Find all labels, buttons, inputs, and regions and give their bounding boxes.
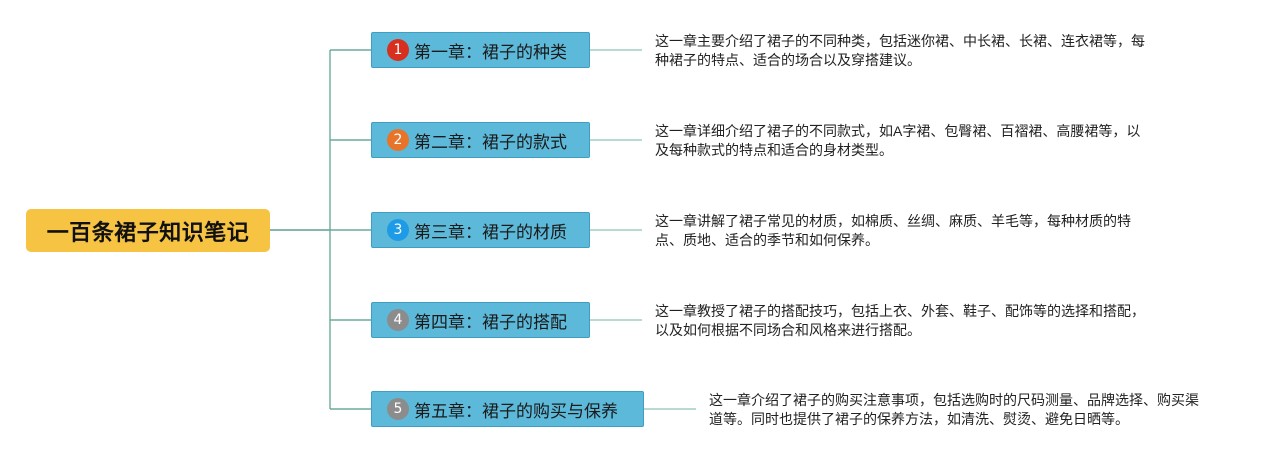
- chapter-node-4[interactable]: 4 第四章：裙子的搭配: [371, 302, 590, 338]
- description-line: 这一章教授了裙子的搭配技巧，包括上衣、外套、鞋子、配饰等的选择和搭配，: [655, 303, 1145, 319]
- description-line: 这一章主要介绍了裙子的不同种类，包括迷你裙、中长裙、长裙、连衣裙等，每: [655, 33, 1145, 49]
- priority-badge: 5: [387, 398, 409, 420]
- description-line: 这一章介绍了裙子的购买注意事项，包括选购时的尺码测量、品牌选择、购买渠: [709, 392, 1199, 408]
- description-line: 点、质地、适合的季节和如何保养。: [655, 232, 879, 248]
- description-line: 以及如何根据不同场合和风格来进行搭配。: [655, 322, 921, 338]
- chapter-4-description[interactable]: 这一章教授了裙子的搭配技巧，包括上衣、外套、鞋子、配饰等的选择和搭配， 以及如何…: [655, 302, 1145, 340]
- description-line: 道等。同时也提供了裙子的保养方法，如清洗、熨烫、避免日晒等。: [709, 411, 1129, 427]
- chapter-2-description[interactable]: 这一章详细介绍了裙子的不同款式，如A字裙、包臀裙、百褶裙、高腰裙等，以 及每种款…: [655, 122, 1140, 160]
- chapter-title: 第五章：裙子的购买与保养: [414, 401, 618, 421]
- chapter-1-description[interactable]: 这一章主要介绍了裙子的不同种类，包括迷你裙、中长裙、长裙、连衣裙等，每 种裙子的…: [655, 32, 1145, 70]
- chapter-node-5[interactable]: 5 第五章：裙子的购买与保养: [371, 391, 644, 427]
- priority-badge: 2: [387, 129, 409, 151]
- priority-badge: 4: [387, 309, 409, 331]
- chapter-title: 第四章：裙子的搭配: [414, 312, 567, 332]
- root-topic[interactable]: 一百条裙子知识笔记: [26, 209, 270, 252]
- chapter-5-description[interactable]: 这一章介绍了裙子的购买注意事项，包括选购时的尺码测量、品牌选择、购买渠 道等。同…: [709, 391, 1199, 429]
- priority-badge: 1: [387, 39, 409, 61]
- chapter-3-description[interactable]: 这一章讲解了裙子常见的材质，如棉质、丝绸、麻质、羊毛等，每种材质的特 点、质地、…: [655, 212, 1131, 250]
- description-line: 这一章讲解了裙子常见的材质，如棉质、丝绸、麻质、羊毛等，每种材质的特: [655, 213, 1131, 229]
- chapter-node-3[interactable]: 3 第三章：裙子的材质: [371, 212, 590, 248]
- chapter-node-1[interactable]: 1 第一章：裙子的种类: [371, 32, 590, 68]
- description-line: 种裙子的特点、适合的场合以及穿搭建议。: [655, 52, 921, 68]
- chapter-title: 第二章：裙子的款式: [414, 132, 567, 152]
- chapter-node-2[interactable]: 2 第二章：裙子的款式: [371, 122, 590, 158]
- description-line: 及每种款式的特点和适合的身材类型。: [655, 142, 893, 158]
- chapter-title: 第三章：裙子的材质: [414, 222, 567, 242]
- priority-badge: 3: [387, 219, 409, 241]
- chapter-title: 第一章：裙子的种类: [414, 42, 567, 62]
- root-title: 一百条裙子知识笔记: [46, 220, 250, 246]
- description-line: 这一章详细介绍了裙子的不同款式，如A字裙、包臀裙、百褶裙、高腰裙等，以: [655, 123, 1141, 139]
